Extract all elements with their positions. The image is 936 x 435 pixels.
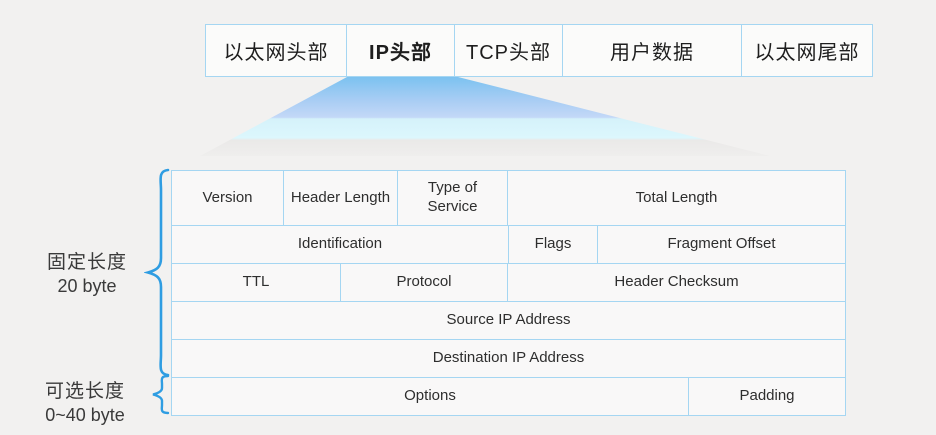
table-row-3: TTL Protocol Header Checksum	[171, 263, 846, 302]
zoom-funnel-shape	[200, 77, 770, 156]
table-row-5: Destination IP Address	[171, 339, 846, 378]
cell-version: Version	[171, 170, 284, 226]
segment-tcp-header: TCP头部	[454, 24, 563, 77]
optional-length-value: 0~40 byte	[45, 405, 125, 425]
cell-header-checksum: Header Checksum	[507, 263, 846, 302]
segment-user-data: 用户数据	[562, 24, 742, 77]
cell-identification: Identification	[171, 225, 509, 264]
cell-source-ip: Source IP Address	[171, 301, 846, 340]
cell-total-length: Total Length	[507, 170, 846, 226]
ip-header-table: Version Header Length Type of Service To…	[171, 170, 846, 416]
table-row-1: Version Header Length Type of Service To…	[171, 170, 846, 226]
segment-ethernet-header: 以太网头部	[205, 24, 347, 77]
cell-fragment-offset: Fragment Offset	[597, 225, 846, 264]
fixed-length-brace	[144, 168, 170, 377]
segment-ip-header: IP头部	[346, 24, 455, 77]
cell-flags: Flags	[508, 225, 598, 264]
cell-type-of-service: Type of Service	[397, 170, 508, 226]
table-row-4: Source IP Address	[171, 301, 846, 340]
table-row-6: Options Padding	[171, 377, 846, 416]
cell-protocol: Protocol	[340, 263, 508, 302]
packet-structure-bar: 以太网头部 IP头部 TCP头部 用户数据 以太网尾部	[205, 24, 873, 77]
optional-length-brace	[152, 374, 170, 415]
table-row-2: Identification Flags Fragment Offset	[171, 225, 846, 264]
cell-destination-ip: Destination IP Address	[171, 339, 846, 378]
cell-padding: Padding	[688, 377, 846, 416]
segment-ethernet-trailer: 以太网尾部	[741, 24, 873, 77]
cell-ttl: TTL	[171, 263, 341, 302]
fixed-length-title: 固定长度	[46, 252, 127, 273]
cell-options: Options	[171, 377, 689, 416]
fixed-length-label: 固定长度 20 byte	[28, 247, 146, 297]
optional-length-title: 可选长度	[44, 381, 125, 402]
fixed-length-value: 20 byte	[57, 276, 117, 296]
cell-header-length: Header Length	[283, 170, 398, 226]
optional-length-label: 可选长度 0~40 byte	[22, 376, 148, 426]
